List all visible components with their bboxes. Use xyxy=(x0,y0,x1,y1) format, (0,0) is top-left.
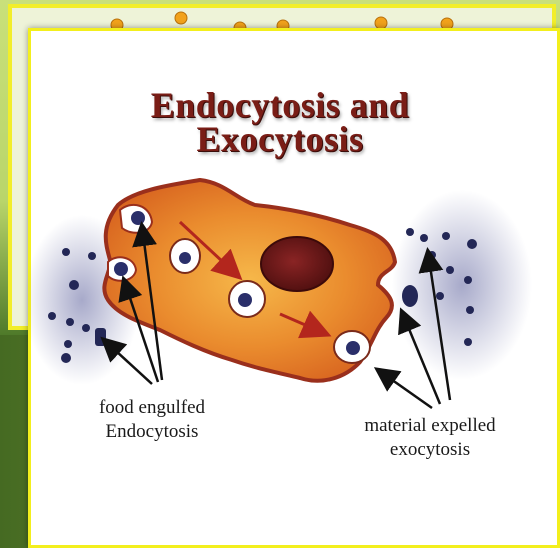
expelled-particle xyxy=(420,234,428,242)
exocytosis-label-line-2: exocytosis xyxy=(320,438,540,462)
vesicle-particle xyxy=(346,341,360,355)
food-particle xyxy=(82,324,90,332)
exocytosis-label: material expelled exocytosis xyxy=(320,414,540,462)
food-particle xyxy=(64,340,72,348)
endocytosis-label: food engulfed Endocytosis xyxy=(52,396,252,444)
expelled-particle xyxy=(436,292,444,300)
diagram-title: Endocytosis and Exocytosis xyxy=(0,88,560,156)
expelled-particle xyxy=(442,232,450,240)
endocytosis-label-line-2: Endocytosis xyxy=(52,420,252,444)
expelled-particle xyxy=(466,306,474,314)
exocytosis-label-line-1: material expelled xyxy=(320,414,540,438)
food-particle xyxy=(66,318,74,326)
food-particle xyxy=(62,248,70,256)
vesicle-particle xyxy=(238,293,252,307)
right-particle-cloud xyxy=(392,190,532,380)
expelled-particle xyxy=(467,239,477,249)
endocytosis-label-line-1: food engulfed xyxy=(52,396,252,420)
expelled-particle xyxy=(446,266,454,274)
food-particle xyxy=(69,280,79,290)
vesicle-particle xyxy=(179,252,191,264)
expelled-particle xyxy=(464,338,472,346)
food-particle xyxy=(88,252,96,260)
food-particle xyxy=(61,353,71,363)
engulfed-particle xyxy=(114,262,128,276)
exocytosis-arrow xyxy=(378,370,432,408)
nucleus xyxy=(261,237,333,291)
expelled-particle xyxy=(406,228,414,236)
expelled-particle xyxy=(464,276,472,284)
engulfed-particle xyxy=(131,211,145,225)
expelled-particle xyxy=(402,285,418,307)
food-particle xyxy=(48,312,56,320)
food-particle xyxy=(95,328,106,346)
title-line-1: Endocytosis and xyxy=(0,88,560,122)
title-line-2: Exocytosis xyxy=(0,122,560,156)
